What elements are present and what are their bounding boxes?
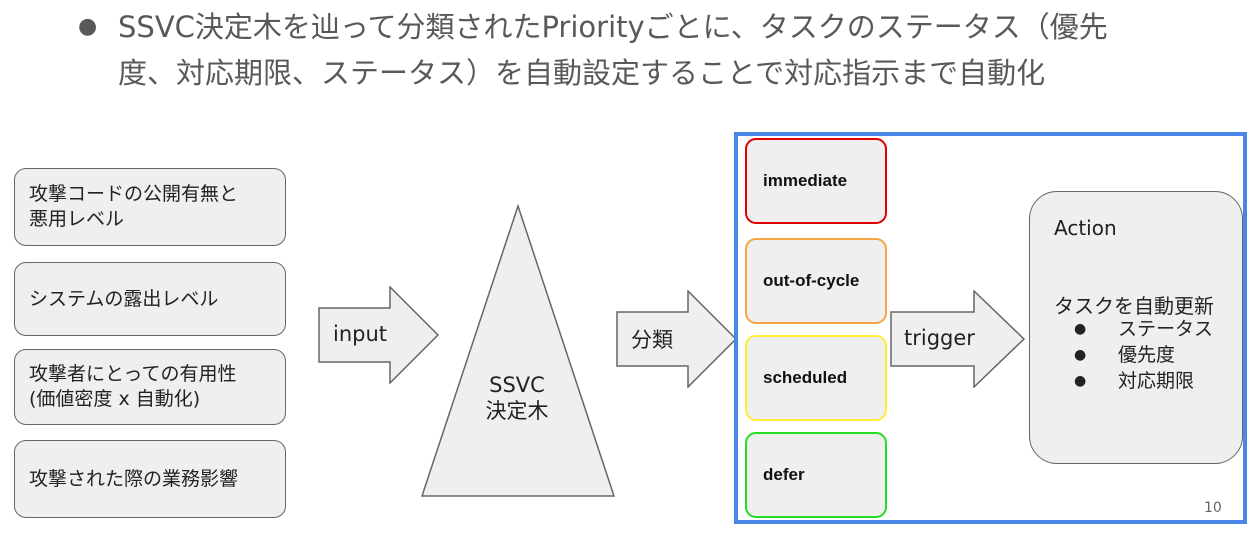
action-list: ● ステータス ● 優先度 ● 対応期限 xyxy=(1074,316,1213,394)
input-box-impact-label: 攻撃された際の業務影響 xyxy=(29,467,239,490)
priority-out-of-cycle: out-of-cycle xyxy=(745,238,887,324)
action-item-label: ステータス xyxy=(1118,318,1214,340)
classify-arrow xyxy=(616,290,738,388)
decision-tree-label: SSVC 決定木 xyxy=(485,373,549,423)
action-box: Action タスクを自動更新 ● ステータス ● 優先度 ● 対応期限 xyxy=(1029,191,1243,464)
input-box-utility: 攻撃者にとっての有用性 (価値密度 x 自動化) xyxy=(14,349,286,425)
priority-scheduled-label: scheduled xyxy=(763,368,848,387)
action-item-label: 対応期限 xyxy=(1118,370,1195,392)
trigger-arrow-label: trigger xyxy=(904,326,975,350)
priority-frame xyxy=(734,132,1247,524)
input-box-exploit-label: 攻撃コードの公開有無と 悪用レベル xyxy=(29,183,239,230)
input-arrow xyxy=(318,286,440,384)
action-title: Action xyxy=(1054,216,1117,240)
action-item: ● 優先度 xyxy=(1074,342,1213,368)
header-text: SSVC決定木を辿って分類されたPriorityごとに、タスクのステータス（優先… xyxy=(118,10,1108,90)
classify-arrow-label: 分類 xyxy=(631,328,673,352)
input-box-utility-label: 攻撃者にとっての有用性 (価値密度 x 自動化) xyxy=(29,363,237,410)
bullet-dot: ● xyxy=(78,14,98,39)
action-item-bullet: ● xyxy=(1074,347,1087,363)
input-box-exposure-label: システムの露出レベル xyxy=(29,287,219,310)
action-item: ● ステータス xyxy=(1074,316,1213,342)
action-item-bullet: ● xyxy=(1074,373,1087,389)
input-box-exposure: システムの露出レベル xyxy=(14,262,286,336)
decision-tree-triangle xyxy=(420,204,616,497)
input-box-impact: 攻撃された際の業務影響 xyxy=(14,440,286,518)
input-box-exploit: 攻撃コードの公開有無と 悪用レベル xyxy=(14,168,286,246)
page-number: 10 xyxy=(1204,500,1222,516)
action-item-label: 優先度 xyxy=(1118,344,1176,366)
priority-scheduled: scheduled xyxy=(745,335,887,421)
action-item: ● 対応期限 xyxy=(1074,368,1213,394)
input-arrow-label: input xyxy=(333,322,388,346)
priority-defer-label: defer xyxy=(763,465,805,484)
priority-immediate: immediate xyxy=(745,138,887,224)
priority-defer: defer xyxy=(745,432,887,518)
trigger-arrow xyxy=(890,290,1026,388)
priority-immediate-label: immediate xyxy=(763,171,848,190)
action-subtitle: タスクを自動更新 xyxy=(1054,294,1214,318)
action-item-bullet: ● xyxy=(1074,321,1087,337)
priority-out-of-cycle-label: out-of-cycle xyxy=(763,271,860,290)
